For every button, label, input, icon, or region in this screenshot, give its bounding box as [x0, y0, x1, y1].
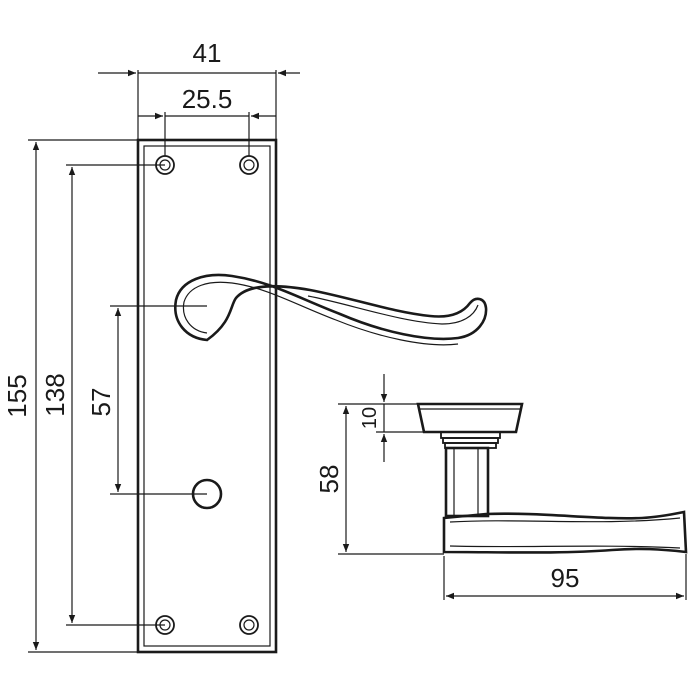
label-41: 41 [193, 38, 222, 68]
backplate-bevel-edge [143, 145, 271, 647]
dimension-lever-projection: 58 [314, 406, 350, 552]
lever-stem [444, 446, 490, 518]
backplate [136, 138, 278, 654]
dimension-hole-spacing-horizontal: 25.5 [138, 84, 276, 120]
dimension-hole-spacing-vertical: 138 [40, 167, 76, 623]
side-extension-lines [338, 403, 687, 600]
fixing-hole-top-right [239, 155, 259, 175]
label-25-5: 25.5 [182, 84, 233, 114]
label-95: 95 [551, 563, 580, 593]
label-155: 155 [2, 374, 32, 417]
lever-bar [442, 510, 688, 554]
label-58: 58 [314, 465, 344, 494]
dimension-lever-to-turn: 57 [86, 308, 122, 492]
label-57: 57 [86, 388, 116, 417]
lever-side-view [416, 402, 688, 554]
front-extension-lines [28, 70, 277, 653]
label-10: 10 [359, 407, 381, 429]
label-138: 138 [40, 373, 70, 416]
dimension-lever-length: 95 [446, 563, 684, 600]
dimension-plate-height: 155 [2, 142, 40, 650]
backplate-outer-edge [136, 138, 278, 654]
fixing-holes [155, 155, 259, 635]
dimension-rose-thickness: 10 [359, 374, 388, 462]
scroll-lever-front-view [174, 273, 488, 346]
rose [416, 402, 524, 434]
fixing-hole-bottom-right [239, 615, 259, 635]
dimension-plate-width: 41 [98, 38, 300, 77]
